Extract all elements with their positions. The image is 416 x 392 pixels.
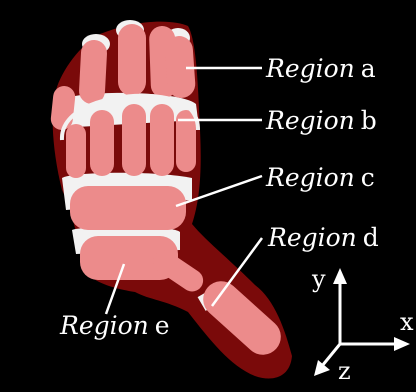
finger-middle [118,24,146,96]
axis-label-z: z [338,357,351,385]
x-arrowhead [394,337,410,351]
axes [314,268,410,376]
y-arrowhead [333,268,347,284]
palm-pad-upper [70,186,186,230]
finger-ring [78,39,107,104]
axis-label-x: x [400,308,414,336]
axis-label-y: y [311,265,326,293]
z-arrowhead [314,360,330,376]
